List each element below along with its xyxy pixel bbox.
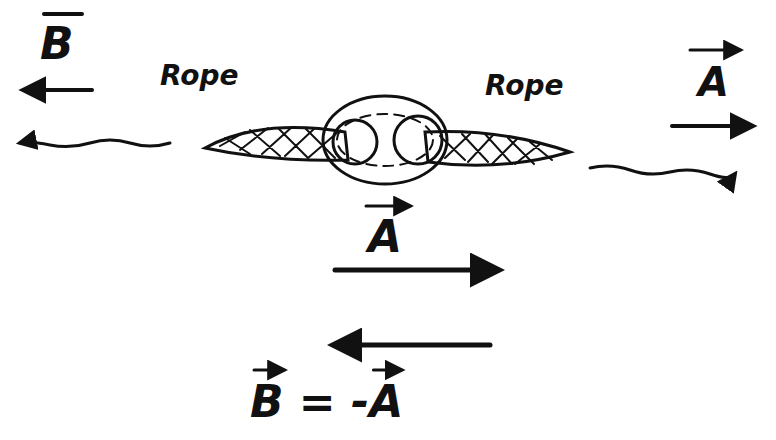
force-arrow	[590, 166, 735, 178]
equation: B = -A	[250, 380, 403, 424]
rope-hatch	[440, 134, 552, 164]
vector-arrow	[24, 88, 92, 92]
knot-loop	[333, 120, 377, 164]
vector-arrow	[672, 124, 752, 128]
vector-name: A	[698, 62, 729, 102]
vector-arrow	[334, 343, 490, 348]
knot-loop	[394, 116, 442, 164]
vector-arrow	[254, 369, 284, 372]
vector-arrow	[366, 205, 410, 208]
vector-arrow	[690, 49, 740, 52]
rope-hatch	[220, 127, 338, 158]
force-arrow	[20, 140, 170, 147]
vector-bar	[44, 12, 82, 16]
rope-label: Rope	[160, 62, 238, 90]
knot-loop	[323, 96, 447, 184]
vector-name: A	[368, 215, 402, 259]
vector-arrow	[335, 268, 498, 273]
vector-name: B	[40, 22, 74, 66]
rope-label: Rope	[485, 72, 563, 100]
vector-arrow	[373, 369, 401, 372]
rope	[425, 131, 570, 165]
